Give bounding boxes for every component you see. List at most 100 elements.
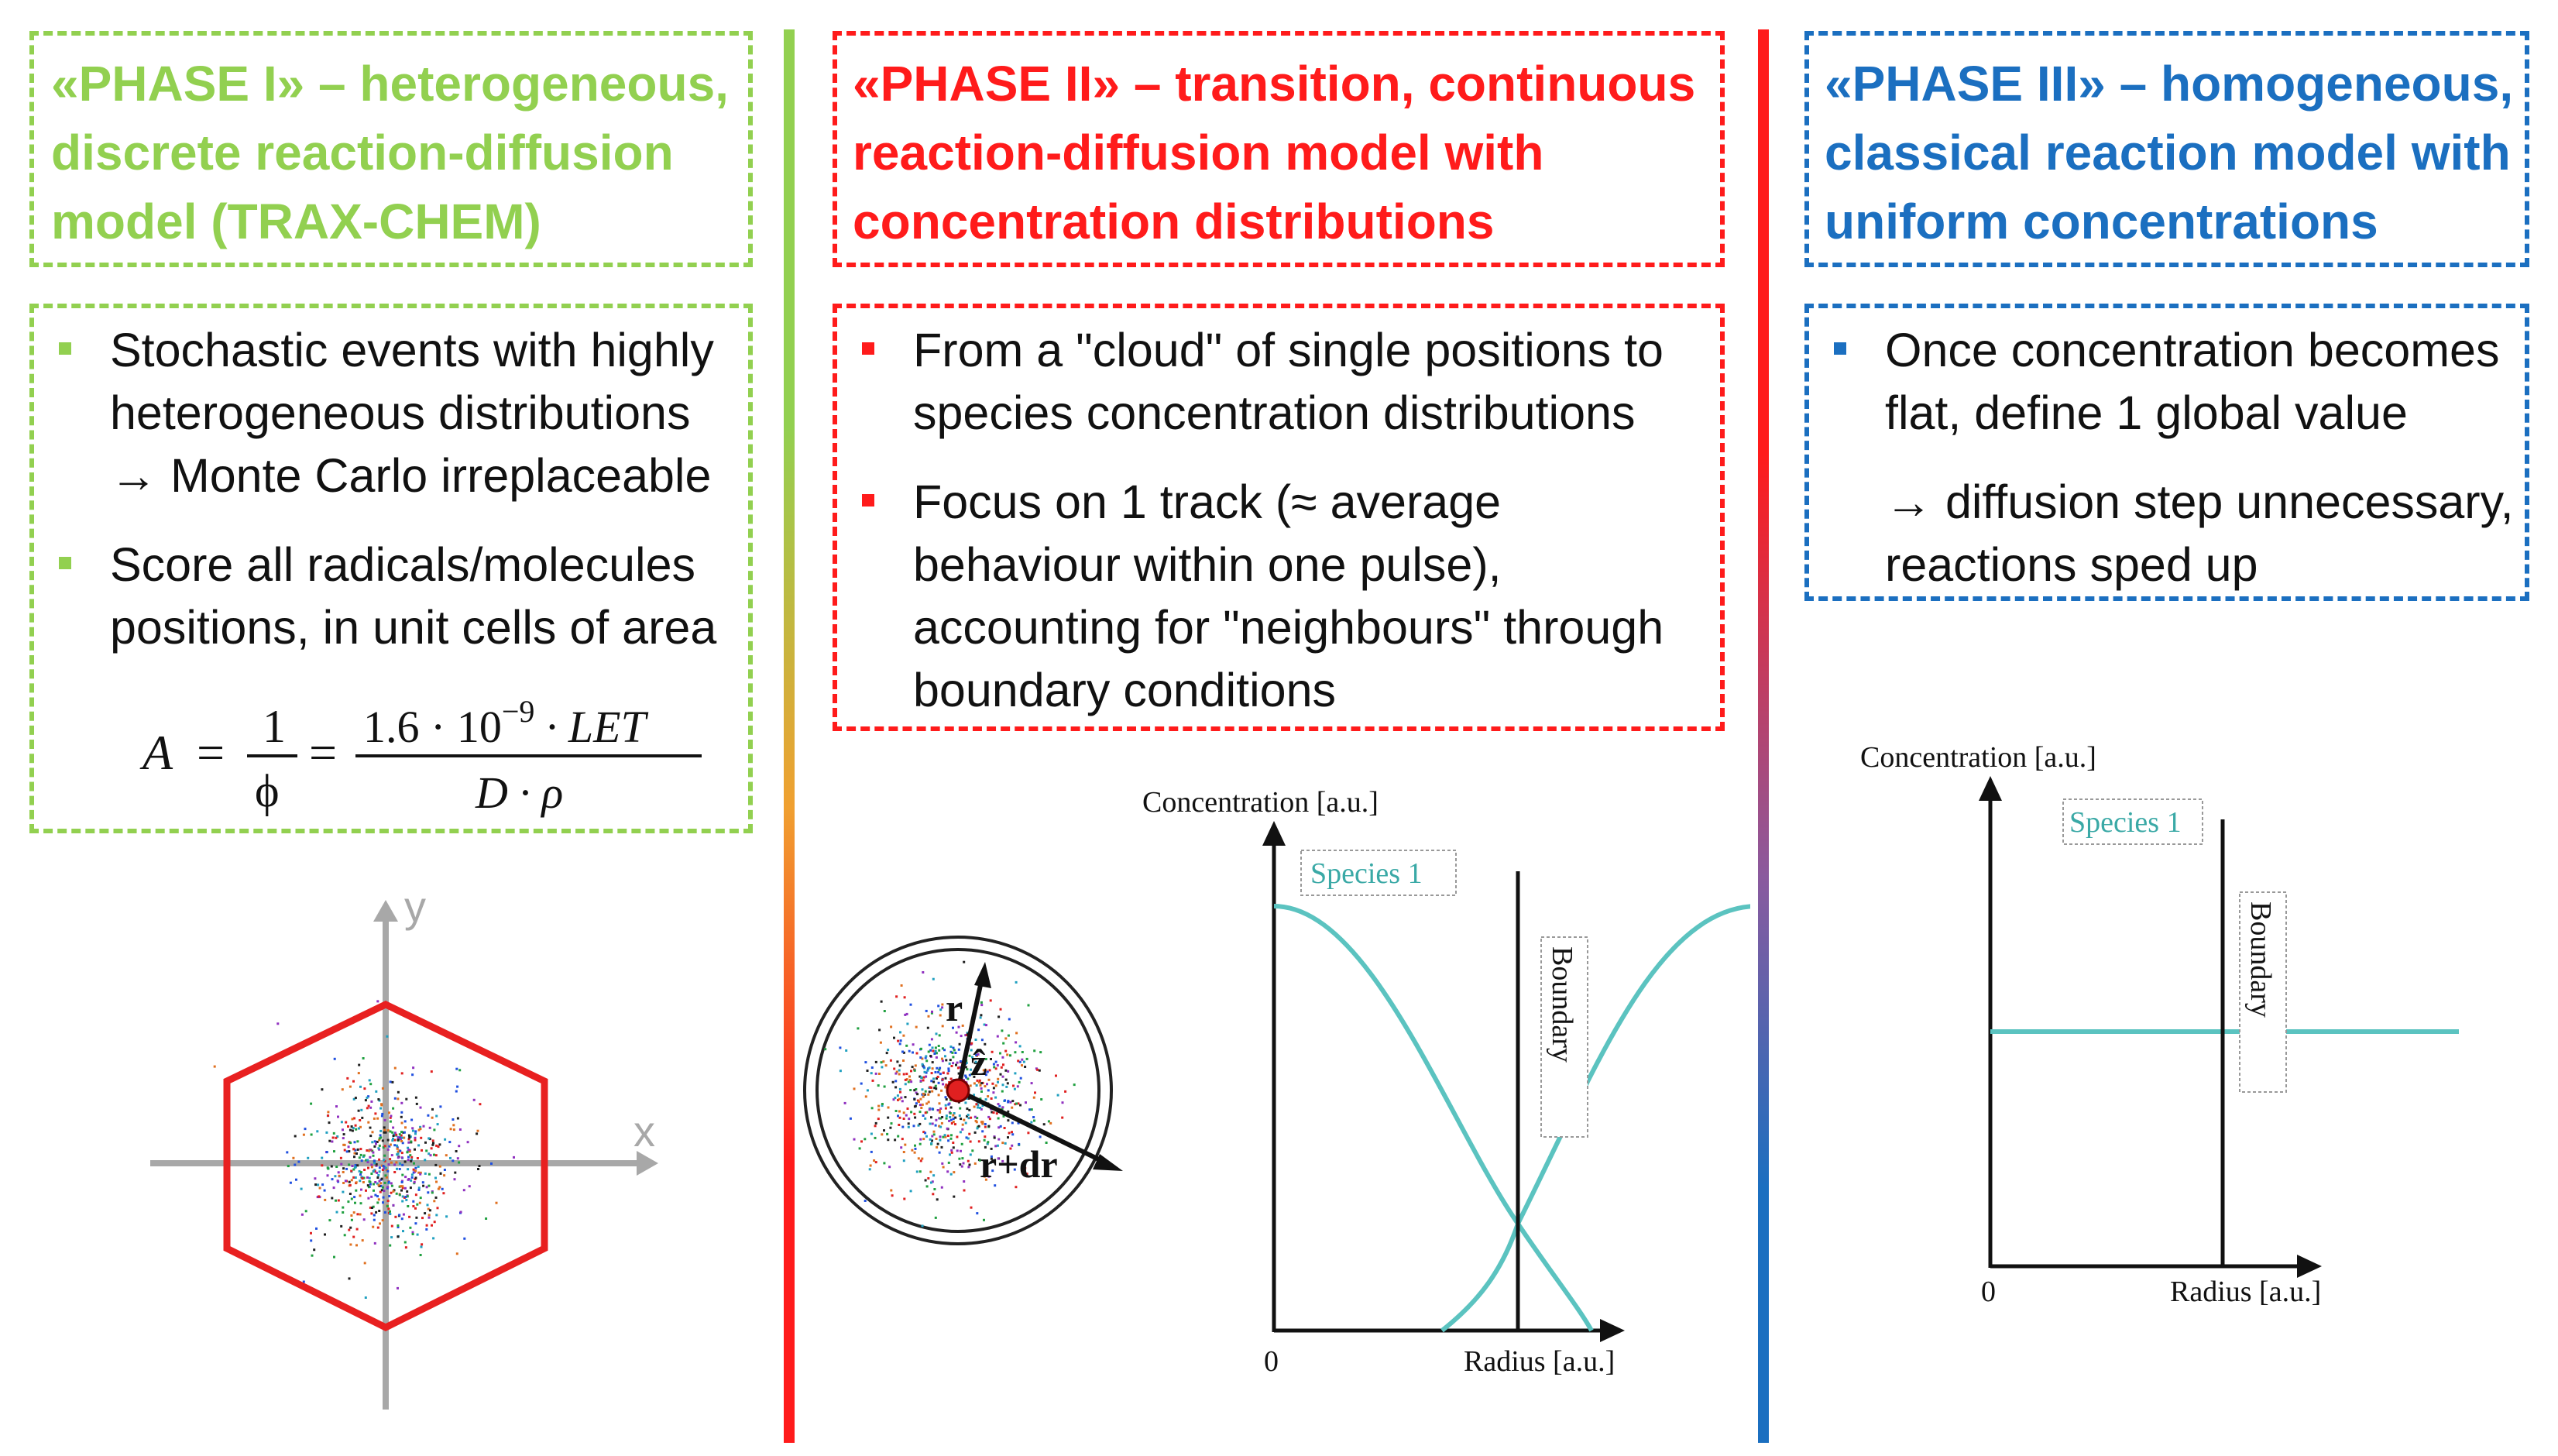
- radical-point: [412, 1066, 415, 1070]
- radical-point: [962, 1162, 965, 1165]
- radical-point: [957, 1025, 960, 1028]
- radical-point: [1034, 1091, 1036, 1094]
- radical-point: [892, 1098, 895, 1101]
- radical-point: [359, 1180, 362, 1183]
- radical-point: [360, 1188, 362, 1191]
- radical-point: [864, 1061, 867, 1064]
- radical-point: [358, 1063, 361, 1066]
- radical-point: [931, 1046, 934, 1049]
- radical-point: [397, 1138, 400, 1142]
- radical-point: [431, 1116, 434, 1119]
- radical-point: [326, 1166, 329, 1169]
- radical-point: [334, 1175, 337, 1178]
- phase3-content-box: Once concentration becomes flat, define …: [1804, 304, 2529, 601]
- radical-point: [347, 1145, 350, 1149]
- radical-point: [343, 1149, 346, 1152]
- radical-point: [874, 1072, 877, 1075]
- radical-point: [908, 1049, 911, 1053]
- radical-point: [988, 1069, 991, 1072]
- radical-point: [947, 1103, 950, 1106]
- radical-point: [889, 1126, 892, 1129]
- divider-1: [784, 29, 795, 1443]
- radical-point: [920, 1107, 923, 1109]
- radical-point: [393, 1097, 397, 1100]
- radical-point: [952, 1121, 955, 1123]
- radical-point: [350, 1197, 353, 1200]
- radical-point: [354, 1149, 357, 1152]
- radical-point: [870, 1150, 873, 1153]
- radical-point: [980, 1004, 984, 1007]
- radical-point: [363, 1087, 366, 1090]
- radical-point: [376, 1141, 379, 1143]
- radical-point: [377, 1198, 380, 1201]
- radical-point: [390, 1182, 393, 1185]
- radical-point: [938, 1109, 941, 1112]
- radical-point: [362, 1154, 366, 1157]
- radical-point: [992, 1087, 995, 1090]
- radical-point: [424, 1172, 427, 1175]
- radical-point: [415, 1216, 418, 1219]
- radical-point: [1016, 1085, 1019, 1088]
- radical-point: [960, 1118, 963, 1121]
- radical-point: [942, 1071, 945, 1074]
- rdr-vector-arrow: [1093, 1154, 1123, 1171]
- radical-point: [495, 1201, 498, 1204]
- y-axis-arrow: [373, 900, 398, 922]
- inner-circle: [815, 948, 1100, 1233]
- radical-point: [944, 1055, 946, 1058]
- radical-point: [359, 1153, 362, 1156]
- radical-point: [849, 1117, 852, 1120]
- radical-point: [925, 1102, 929, 1105]
- radical-point: [932, 1049, 935, 1053]
- radical-point: [348, 1150, 351, 1153]
- radical-point: [932, 1077, 936, 1080]
- radical-point: [990, 1097, 993, 1100]
- radical-point: [959, 1107, 962, 1110]
- radical-point: [884, 1064, 888, 1067]
- radical-point: [958, 1114, 961, 1117]
- radical-point: [374, 1181, 377, 1183]
- radical-point: [919, 1097, 922, 1101]
- radical-point: [959, 1163, 962, 1166]
- radical-point: [350, 1125, 353, 1128]
- radical-point: [427, 1137, 431, 1140]
- radical-point: [990, 1058, 992, 1060]
- phase2-bullets: From a "cloud" of single positions to sp…: [837, 308, 1720, 722]
- radical-point: [369, 1156, 372, 1159]
- radical-point: [362, 1176, 366, 1180]
- radical-point: [931, 1067, 934, 1070]
- radical-point: [924, 1117, 927, 1120]
- radical-point: [411, 1127, 414, 1130]
- radical-point: [356, 1213, 359, 1216]
- radical-point: [348, 1228, 351, 1231]
- radical-point: [373, 1117, 376, 1120]
- radical-point: [949, 1137, 953, 1140]
- radical-point: [396, 1167, 398, 1170]
- radical-point: [952, 1146, 955, 1149]
- radical-point: [973, 1094, 975, 1097]
- radical-point: [918, 1170, 922, 1173]
- radical-point: [400, 1111, 403, 1114]
- radical-point: [936, 1066, 939, 1070]
- radical-point: [880, 1000, 883, 1003]
- radical-point: [897, 1114, 899, 1118]
- radical-point: [935, 1056, 938, 1059]
- phase2-title: «PHASE II» – transition, continuous reac…: [853, 56, 1696, 249]
- radical-point: [414, 1176, 417, 1180]
- radical-point: [956, 1061, 959, 1064]
- radical-point: [472, 1098, 476, 1101]
- radical-point: [922, 1131, 925, 1134]
- radical-point: [324, 1233, 326, 1236]
- z-label: ẑ: [970, 1042, 987, 1083]
- radical-point: [928, 1066, 931, 1070]
- radical-point: [294, 1135, 297, 1138]
- radical-point: [379, 1190, 382, 1193]
- radical-point: [372, 1154, 375, 1157]
- radical-point: [970, 1073, 973, 1076]
- radical-point: [384, 1174, 387, 1177]
- radical-point: [454, 1171, 457, 1174]
- radical-point: [373, 1170, 376, 1173]
- radical-point: [421, 1181, 424, 1184]
- radical-point: [401, 1173, 404, 1176]
- radical-point: [404, 1176, 407, 1179]
